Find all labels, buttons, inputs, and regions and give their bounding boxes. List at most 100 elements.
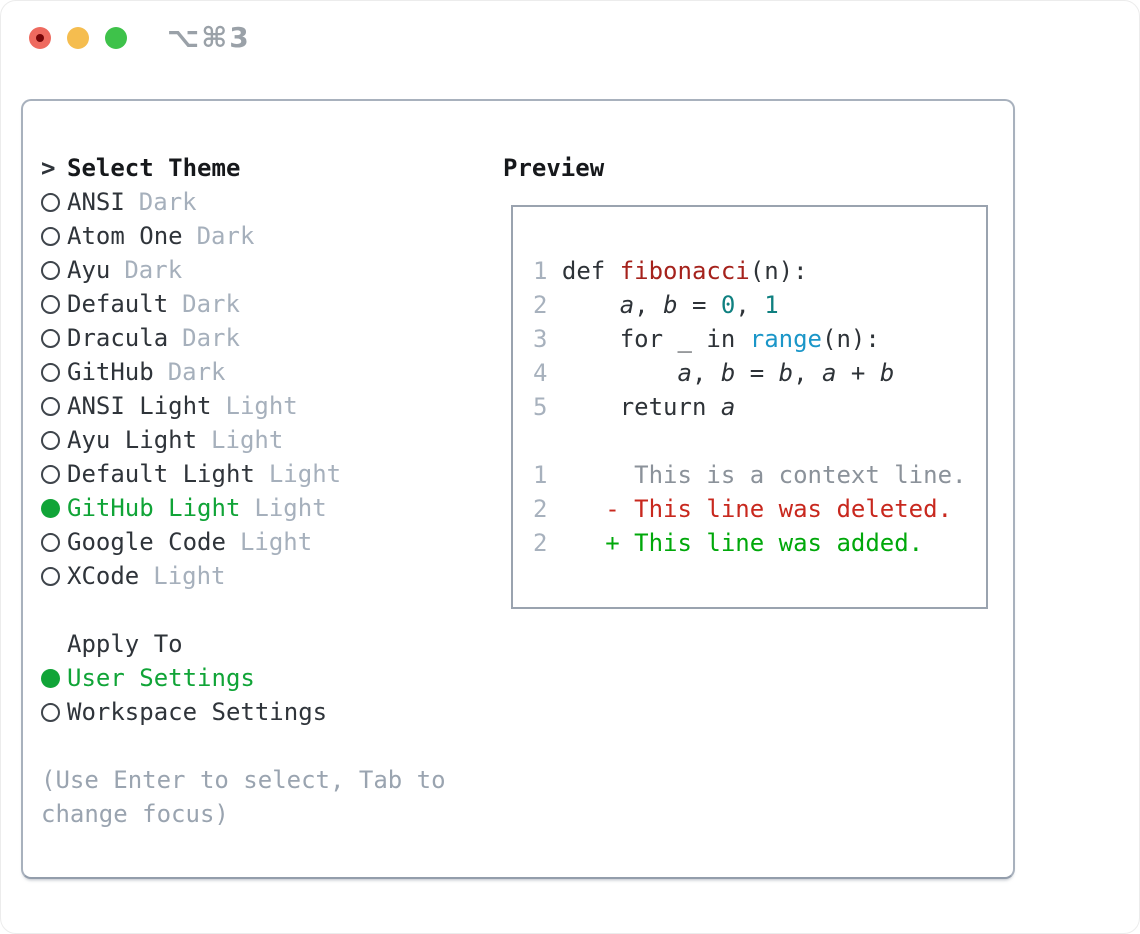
- radio-unselected-icon: [41, 362, 60, 382]
- code-segment: a: [677, 359, 692, 387]
- theme-option-variant: Dark: [124, 256, 183, 284]
- theme-option-label: Default: [67, 290, 169, 318]
- section-title-apply-to: Apply To: [67, 630, 183, 658]
- preview-code-line: 5 return a: [533, 390, 986, 424]
- apply-to-option[interactable]: User Settings: [41, 661, 491, 695]
- code-segment: (n):: [749, 257, 808, 285]
- theme-option[interactable]: XCode Light: [41, 559, 491, 593]
- prompt-caret-icon: >: [41, 154, 56, 182]
- theme-option-label: GitHub: [67, 358, 154, 386]
- radio-selected-icon: [41, 668, 60, 688]
- theme-option-variant: Light: [239, 528, 313, 556]
- code-segment: 2: [533, 291, 562, 319]
- radio-unselected-icon: [41, 328, 60, 348]
- theme-option-label: Dracula: [67, 324, 169, 352]
- theme-option-label: ANSI: [67, 188, 125, 216]
- help-text-line: change focus): [41, 800, 229, 828]
- radio-unselected-icon: [41, 702, 60, 722]
- code-segment: [562, 359, 678, 387]
- code-segment: =: [677, 291, 721, 319]
- code-segment: b: [879, 359, 895, 387]
- radio-slot: [41, 226, 67, 246]
- apply-to-option[interactable]: Workspace Settings: [41, 695, 491, 729]
- radio-slot: [41, 532, 67, 552]
- theme-option-label: Ayu: [67, 256, 111, 284]
- theme-option-label: Google Code: [67, 528, 226, 556]
- theme-option[interactable]: Ayu Light Light: [41, 423, 491, 457]
- radio-slot: [41, 396, 67, 416]
- theme-option-label: Ayu Light: [67, 426, 198, 454]
- theme-option[interactable]: Ayu Dark: [41, 253, 491, 287]
- preview-code-line: 4 a, b = b, a + b: [533, 356, 986, 390]
- spacer: [41, 729, 491, 763]
- theme-option[interactable]: Dracula Dark: [41, 321, 491, 355]
- code-segment: =: [735, 359, 779, 387]
- radio-unselected-icon: [41, 532, 60, 552]
- theme-option-variant: Light: [211, 426, 284, 454]
- code-segment: b: [778, 359, 794, 387]
- code-segment: 3: [533, 325, 562, 353]
- preview-code-line: 1 This is a context line.: [533, 458, 986, 492]
- radio-unselected-icon: [41, 396, 60, 416]
- theme-option-variant: Dark: [182, 290, 240, 318]
- theme-option-label: GitHub Light: [67, 494, 241, 522]
- radio-slot: [41, 192, 67, 212]
- radio-slot: [41, 566, 67, 586]
- select-theme-header-row: > Select Theme: [41, 151, 491, 185]
- theme-option-variant: Light: [153, 562, 226, 590]
- code-segment: ,: [634, 291, 664, 319]
- theme-option-variant: Light: [268, 460, 342, 488]
- radio-unselected-icon: [41, 226, 60, 246]
- code-segment: 4: [533, 359, 562, 387]
- code-segment: b: [663, 291, 678, 319]
- window-title: ⌥⌘3: [167, 21, 251, 54]
- radio-slot: [41, 294, 67, 314]
- preview-code-line: 2 a, b = 0, 1: [533, 288, 986, 322]
- code-segment: for _ in: [561, 325, 750, 353]
- close-dot-icon: [36, 34, 44, 42]
- code-segment: - This line was deleted.: [547, 495, 953, 523]
- preview-code-line: 1 def fibonacci(n):: [533, 254, 986, 288]
- radio-slot: [41, 328, 67, 348]
- code-segment: a: [619, 291, 635, 319]
- code-segment: 2: [533, 529, 548, 557]
- code-segment: 1: [533, 257, 562, 285]
- radio-slot: [41, 668, 67, 688]
- apply-to-header-row: Apply To: [41, 627, 491, 661]
- theme-option[interactable]: Google Code Light: [41, 525, 491, 559]
- code-segment: +: [836, 359, 880, 387]
- code-segment: def: [561, 257, 620, 285]
- maximize-button[interactable]: [105, 27, 127, 49]
- apply-to-option-label: User Settings: [67, 664, 255, 692]
- theme-option-label: ANSI Light: [67, 392, 212, 420]
- theme-option-label: XCode: [67, 562, 140, 590]
- radio-unselected-icon: [41, 260, 60, 280]
- theme-option-label: Atom One: [67, 222, 183, 250]
- theme-option-variant: Dark: [182, 324, 240, 352]
- minimize-button[interactable]: [67, 27, 89, 49]
- code-segment: ,: [735, 291, 765, 319]
- preview-box: 1 def fibonacci(n):2 a, b = 0, 1 3 for _ …: [511, 205, 988, 609]
- radio-slot: [41, 362, 67, 382]
- radio-unselected-icon: [41, 192, 60, 212]
- code-segment: ,: [691, 359, 721, 387]
- spacer: [41, 593, 491, 627]
- radio-unselected-icon: [41, 430, 60, 450]
- radio-slot: [41, 464, 67, 484]
- radio-unselected-icon: [41, 464, 60, 484]
- code-segment: This is a context line.: [547, 461, 967, 489]
- theme-option[interactable]: Default Dark: [41, 287, 491, 321]
- close-button[interactable]: [29, 27, 51, 49]
- radio-unselected-icon: [41, 294, 60, 314]
